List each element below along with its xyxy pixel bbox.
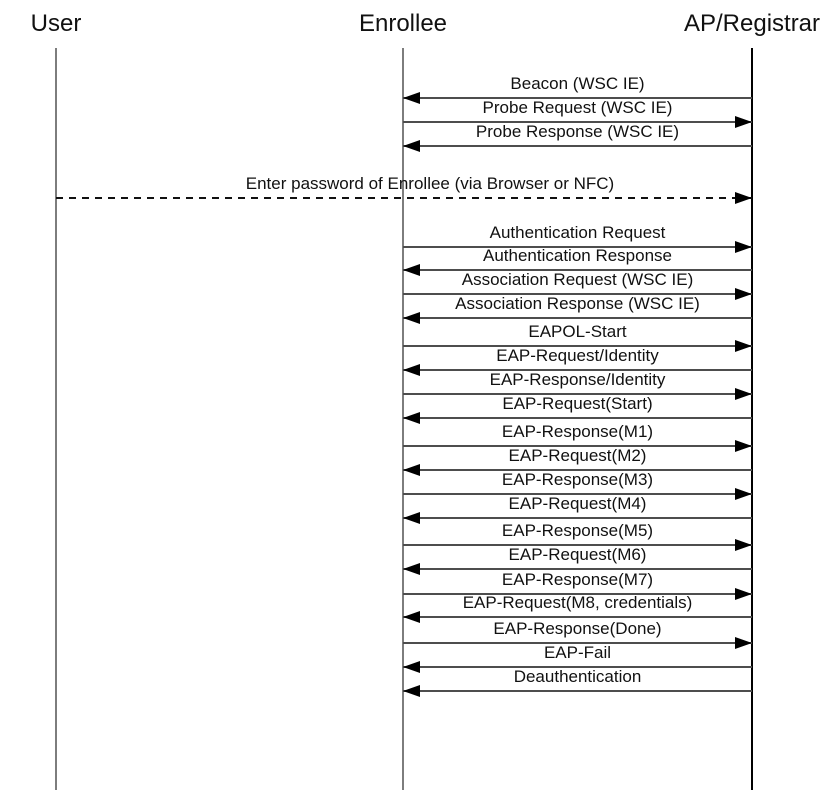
actor-label: User [30, 10, 82, 37]
message-line [403, 593, 752, 595]
message-label: Authentication Response [482, 246, 673, 265]
message-line [403, 616, 752, 618]
message-label: EAP-Response(M5) [501, 521, 654, 540]
arrowhead-icon [403, 611, 420, 623]
message-line [403, 97, 752, 99]
message-label: Enter password of Enrollee (via Browser … [245, 174, 615, 193]
message-label: Beacon (WSC IE) [510, 74, 645, 93]
message-line [403, 369, 752, 371]
arrowhead-icon [735, 637, 752, 649]
actor-label: AP/Registrar [683, 10, 821, 37]
arrowhead-icon [735, 388, 752, 400]
arrowhead-icon [735, 116, 752, 128]
message-label: EAP-Request/Identity [496, 346, 659, 365]
arrowhead-icon [735, 192, 752, 204]
message-label: Probe Request (WSC IE) [482, 98, 673, 117]
lifeline [55, 48, 57, 790]
message-line [403, 269, 752, 271]
message-line [403, 517, 752, 519]
message-label: EAP-Request(M8, credentials) [462, 593, 693, 612]
message-line [403, 544, 752, 546]
message-label: Association Request (WSC IE) [461, 270, 694, 289]
arrowhead-icon [403, 140, 420, 152]
arrowhead-icon [403, 661, 420, 673]
message-label: EAP-Response/Identity [489, 370, 666, 389]
arrowhead-icon [403, 464, 420, 476]
arrowhead-icon [403, 312, 420, 324]
arrowhead-icon [403, 685, 420, 697]
message-line [403, 121, 752, 123]
arrowhead-icon [403, 512, 420, 524]
message-line [403, 493, 752, 495]
message-label: Authentication Request [489, 223, 666, 242]
message-label: EAP-Response(M7) [501, 570, 654, 589]
message-line [403, 145, 752, 147]
message-label: EAP-Response(M1) [501, 422, 654, 441]
arrowhead-icon [735, 440, 752, 452]
message-line [56, 197, 752, 199]
message-line [403, 317, 752, 319]
arrowhead-icon [403, 412, 420, 424]
message-label: EAP-Request(Start) [502, 394, 653, 413]
lifeline [751, 48, 753, 790]
message-line [403, 666, 752, 668]
message-label: Association Response (WSC IE) [455, 294, 700, 313]
arrowhead-icon [403, 264, 420, 276]
message-line [403, 345, 752, 347]
message-line [403, 690, 752, 692]
message-label: EAP-Request(M6) [508, 545, 647, 564]
message-label: Probe Response (WSC IE) [475, 122, 680, 141]
message-line [403, 393, 752, 395]
message-label: EAP-Request(M4) [508, 494, 647, 513]
message-line [403, 642, 752, 644]
arrowhead-icon [735, 288, 752, 300]
message-line [403, 293, 752, 295]
arrowhead-icon [735, 488, 752, 500]
message-line [403, 469, 752, 471]
message-label: EAP-Response(M3) [501, 470, 654, 489]
message-line [403, 568, 752, 570]
message-label: Deauthentication [513, 667, 642, 686]
arrowhead-icon [403, 92, 420, 104]
arrowhead-icon [403, 563, 420, 575]
arrowhead-icon [735, 588, 752, 600]
message-line [403, 445, 752, 447]
message-line [403, 417, 752, 419]
arrowhead-icon [735, 539, 752, 551]
arrowhead-icon [403, 364, 420, 376]
arrowhead-icon [735, 241, 752, 253]
message-label: EAP-Request(M2) [508, 446, 647, 465]
message-label: EAP-Fail [543, 643, 612, 662]
message-line [403, 246, 752, 248]
actor-label: Enrollee [358, 10, 448, 37]
message-label: EAPOL-Start [528, 322, 627, 341]
message-label: EAP-Response(Done) [493, 619, 662, 638]
arrowhead-icon [735, 340, 752, 352]
